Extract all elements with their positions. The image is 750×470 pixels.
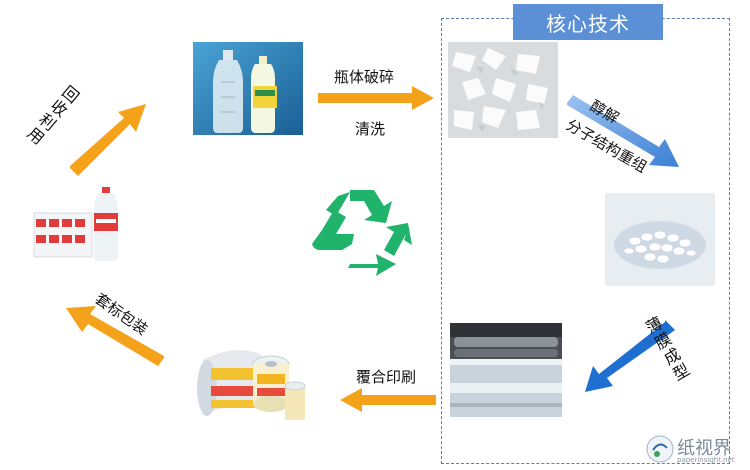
pellets-photo (605, 193, 715, 286)
arrow-laminate (340, 388, 436, 412)
printed-rolls-photo (193, 338, 311, 428)
bottles-photo (193, 42, 303, 135)
packaged-bottles-photo (30, 183, 128, 263)
arrow-crush (318, 86, 434, 110)
core-technology-title: 核心技术 (513, 4, 663, 40)
label-laminate: 覆合印刷 (356, 368, 417, 386)
film-rolling-photo (450, 323, 562, 417)
label-wash: 清洗 (355, 120, 386, 138)
recycle-icon (310, 182, 418, 278)
watermark-url: paperinsight.net (677, 456, 735, 464)
crushed-flakes-photo (448, 42, 558, 138)
label-crush: 瓶体破碎 (334, 68, 395, 86)
watermark-brand: 纸视界 (677, 438, 731, 459)
arrow-film (581, 318, 677, 394)
arrow-label-pack (60, 296, 170, 368)
watermark: 纸视界 paperinsight.net (645, 432, 745, 468)
arrow-alcoholysis (563, 93, 683, 173)
watermark-logo-icon (646, 435, 674, 463)
arrow-reuse (66, 100, 148, 178)
